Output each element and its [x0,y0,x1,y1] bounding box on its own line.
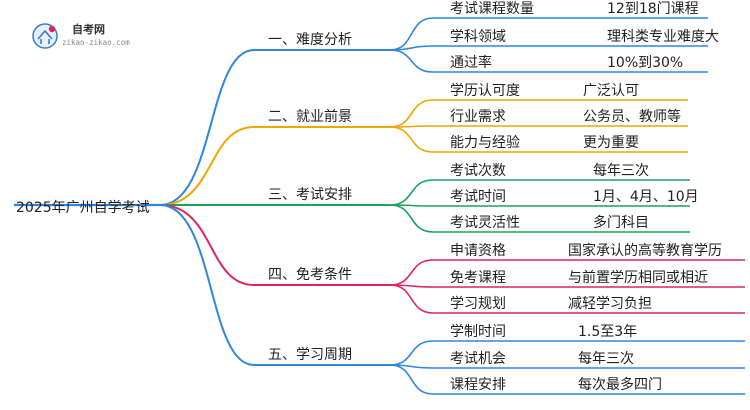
leaf-connector [389,179,434,206]
leaf-connector [389,284,434,314]
root-node[interactable]: 2025年广州自学考试 [16,200,150,216]
leaf-key: 免考课程 [450,270,506,286]
leaf-key: 课程安排 [450,377,506,393]
leaf-value: 多门科目 [593,214,649,231]
logo-dot-icon [48,25,56,33]
leaf-value: 每年三次 [578,351,634,367]
leaf-connector [389,340,434,366]
leaf-key: 学科领域 [450,29,506,45]
leaf-value: 公务员、教师等 [583,108,681,125]
leaf-key: 学制时间 [450,324,506,340]
branch-label[interactable]: 四、免考条件 [268,266,352,283]
leaf-key: 考试课程数量 [450,1,534,17]
leaf-connector [389,126,434,153]
leaf-key: 行业需求 [450,109,506,125]
leaf-value: 减轻学习负担 [568,296,652,312]
root-label: 2025年广州自学考试 [16,200,150,216]
leaf-value: 与前置学历相同或相近 [568,269,708,286]
site-logo[interactable]: 自考网 zikao-zikao.com [32,22,130,49]
leaf-key: 通过率 [450,54,492,71]
branch-connector [159,126,255,206]
leaf-connector [389,259,434,286]
leaf-key: 学习规划 [450,296,506,312]
leaf-value: 1月、4月、10月 [593,189,699,205]
logo-title: 自考网 [72,22,105,36]
leaf-value: 12到18门课程 [607,1,699,17]
leaf-connector [389,99,434,128]
leaf-value: 更为重要 [583,135,639,151]
branch-label[interactable]: 二、就业前景 [268,108,352,125]
leaf-key: 考试次数 [450,163,506,179]
leaf-key: 能力与经验 [450,135,520,151]
leaf-connector [389,17,434,51]
leaf-value: 每次最多四门 [578,376,662,393]
leaf-key: 申请资格 [450,243,506,259]
leaf-value: 每年三次 [593,163,649,179]
leaf-key: 考试机会 [450,351,506,367]
connector-lines [14,17,745,395]
branch-connector [159,204,255,286]
branch-label[interactable]: 五、学习周期 [268,347,352,363]
leaf-key: 考试灵活性 [450,215,520,231]
leaf-connector [389,204,434,233]
graduation-cap-icon [37,29,53,44]
branch-connector [159,204,255,366]
branch-label[interactable]: 三、考试安排 [268,187,352,203]
leaf-value: 广泛认可 [583,83,639,99]
leaf-value: 10%到30% [607,55,683,71]
leaf-connector [389,45,434,51]
leaf-connector [389,364,434,395]
logo-url: zikao-zikao.com [62,38,130,47]
leaf-key: 考试时间 [450,189,506,205]
leaf-value: 理科类专业难度大 [607,29,719,45]
leaf-key: 学历认可度 [450,83,520,99]
leaf-value: 1.5至3年 [578,324,637,340]
branch-connector [159,49,255,206]
leaf-connector [389,49,434,73]
branch-label[interactable]: 一、难度分析 [268,32,352,48]
leaf-value: 国家承认的高等教育学历 [568,242,722,259]
